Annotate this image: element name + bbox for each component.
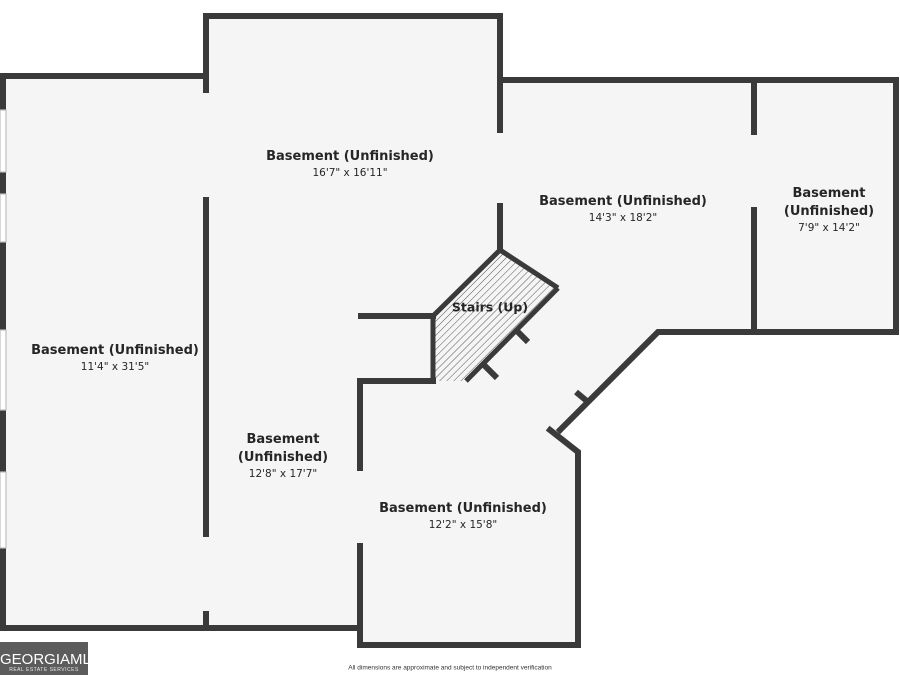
georgia-mls-logo: GEORGIAMLS REAL ESTATE SERVICES	[0, 642, 88, 675]
room-label: Basement (Unfinished) 12'2" x 15'8"	[379, 500, 547, 532]
stairs-wall-diagonal	[464, 286, 560, 383]
room-dimensions: 12'8" x 17'7"	[248, 468, 318, 480]
room-name: Basement (Unfinished)	[783, 186, 875, 219]
room-dimensions: 11'4" x 31'5"	[80, 361, 150, 373]
door-ticks	[481, 327, 590, 405]
room-name: Basement (Unfinished)	[379, 501, 547, 516]
stairs	[433, 250, 558, 381]
room-dimensions: 16'7" x 16'11"	[312, 167, 388, 179]
room-dimensions: 7'9" x 14'2"	[798, 222, 860, 234]
logo-tagline: REAL ESTATE SERVICES	[9, 667, 79, 673]
room-name: Basement (Unfinished)	[31, 343, 199, 358]
room-label: Basement (Unfinished) 14'3" x 18'2"	[539, 193, 707, 225]
walls	[0, 13, 899, 648]
room-label: Basement (Unfinished) 16'7" x 16'11"	[266, 148, 434, 180]
stairs-outline	[431, 246, 560, 318]
logo-wordmark: GEORGIAMLS	[0, 651, 88, 668]
room-dimensions: 12'2" x 15'8"	[428, 519, 498, 531]
room-label: Basement (Unfinished) 12'8" x 17'7"	[238, 431, 328, 481]
room-label: Basement (Unfinished) 11'4" x 31'5"	[31, 342, 199, 374]
stairs-label: Stairs (Up)	[451, 299, 529, 315]
room-name: Basement (Unfinished)	[539, 194, 707, 209]
room-dimensions: 14'3" x 18'2"	[588, 212, 658, 224]
room-label: Basement (Unfinished) 7'9" x 14'2"	[784, 185, 874, 235]
room-name: Basement (Unfinished)	[237, 432, 329, 465]
room-name: Basement (Unfinished)	[266, 149, 434, 164]
windows	[0, 109, 7, 549]
disclaimer: All dimensions are approximate and subje…	[348, 664, 552, 672]
